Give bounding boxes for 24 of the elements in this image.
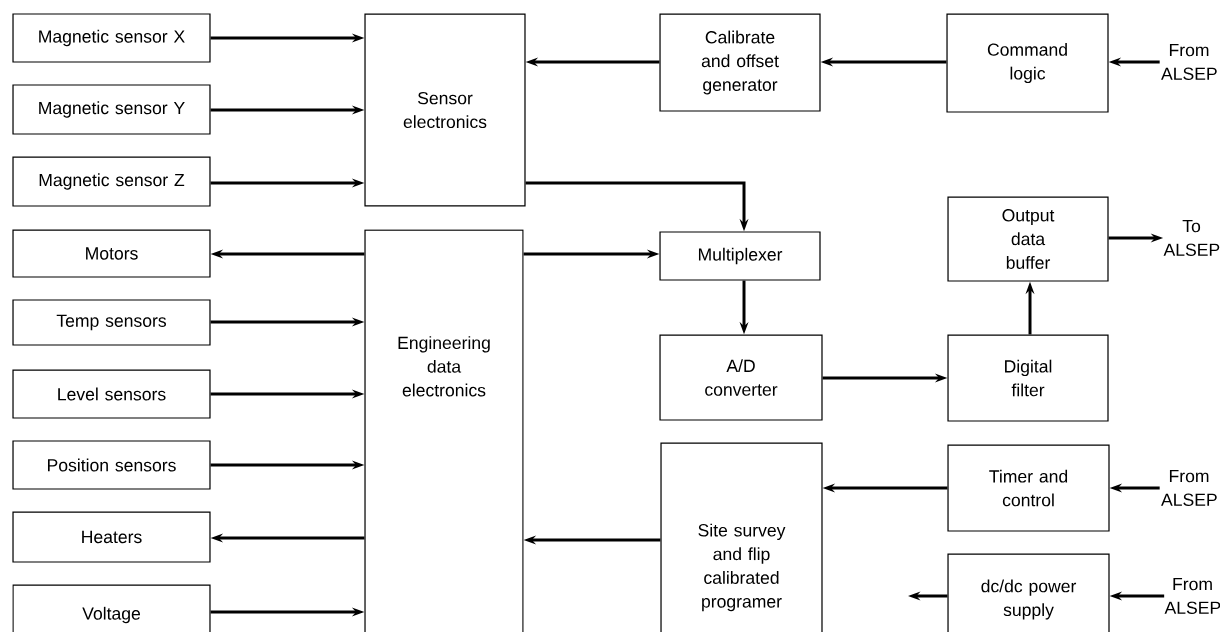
block-box: A/D converter	[659, 334, 823, 421]
block-box: Magnetic sensor Y	[12, 84, 211, 135]
block-box: Command logic	[946, 13, 1109, 113]
block-box: Level sensors	[12, 369, 211, 419]
block-box: Motors	[12, 229, 211, 278]
signal-label: From ALSEP	[1161, 470, 1217, 506]
signal-label: To ALSEP	[1163, 220, 1220, 256]
block-box: Calibrate and offset generator	[659, 13, 821, 112]
signal-label: From ALSEP	[1161, 44, 1217, 80]
block-box: Magnetic sensor Z	[12, 156, 211, 207]
block-box: dc/dc power supply	[947, 553, 1110, 632]
block-box: Digital filter	[947, 334, 1109, 422]
block-box: Magnetic sensor X	[12, 13, 211, 63]
block-box: Voltage	[12, 584, 211, 632]
block-box: Engineering data electronics	[364, 229, 524, 632]
signal-label: From ALSEP	[1164, 578, 1220, 614]
block-box: Temp sensors	[12, 299, 211, 346]
block-box: Timer and control	[947, 444, 1110, 532]
block-box: Multiplexer	[659, 231, 821, 281]
block-box: Position sensors	[12, 440, 211, 490]
block-box: Output data buffer	[947, 196, 1109, 282]
block-box: Sensor electronics	[364, 13, 526, 207]
block-box: Site survey and flip calibrated programer	[660, 442, 823, 632]
block-box: Heaters	[12, 511, 211, 563]
